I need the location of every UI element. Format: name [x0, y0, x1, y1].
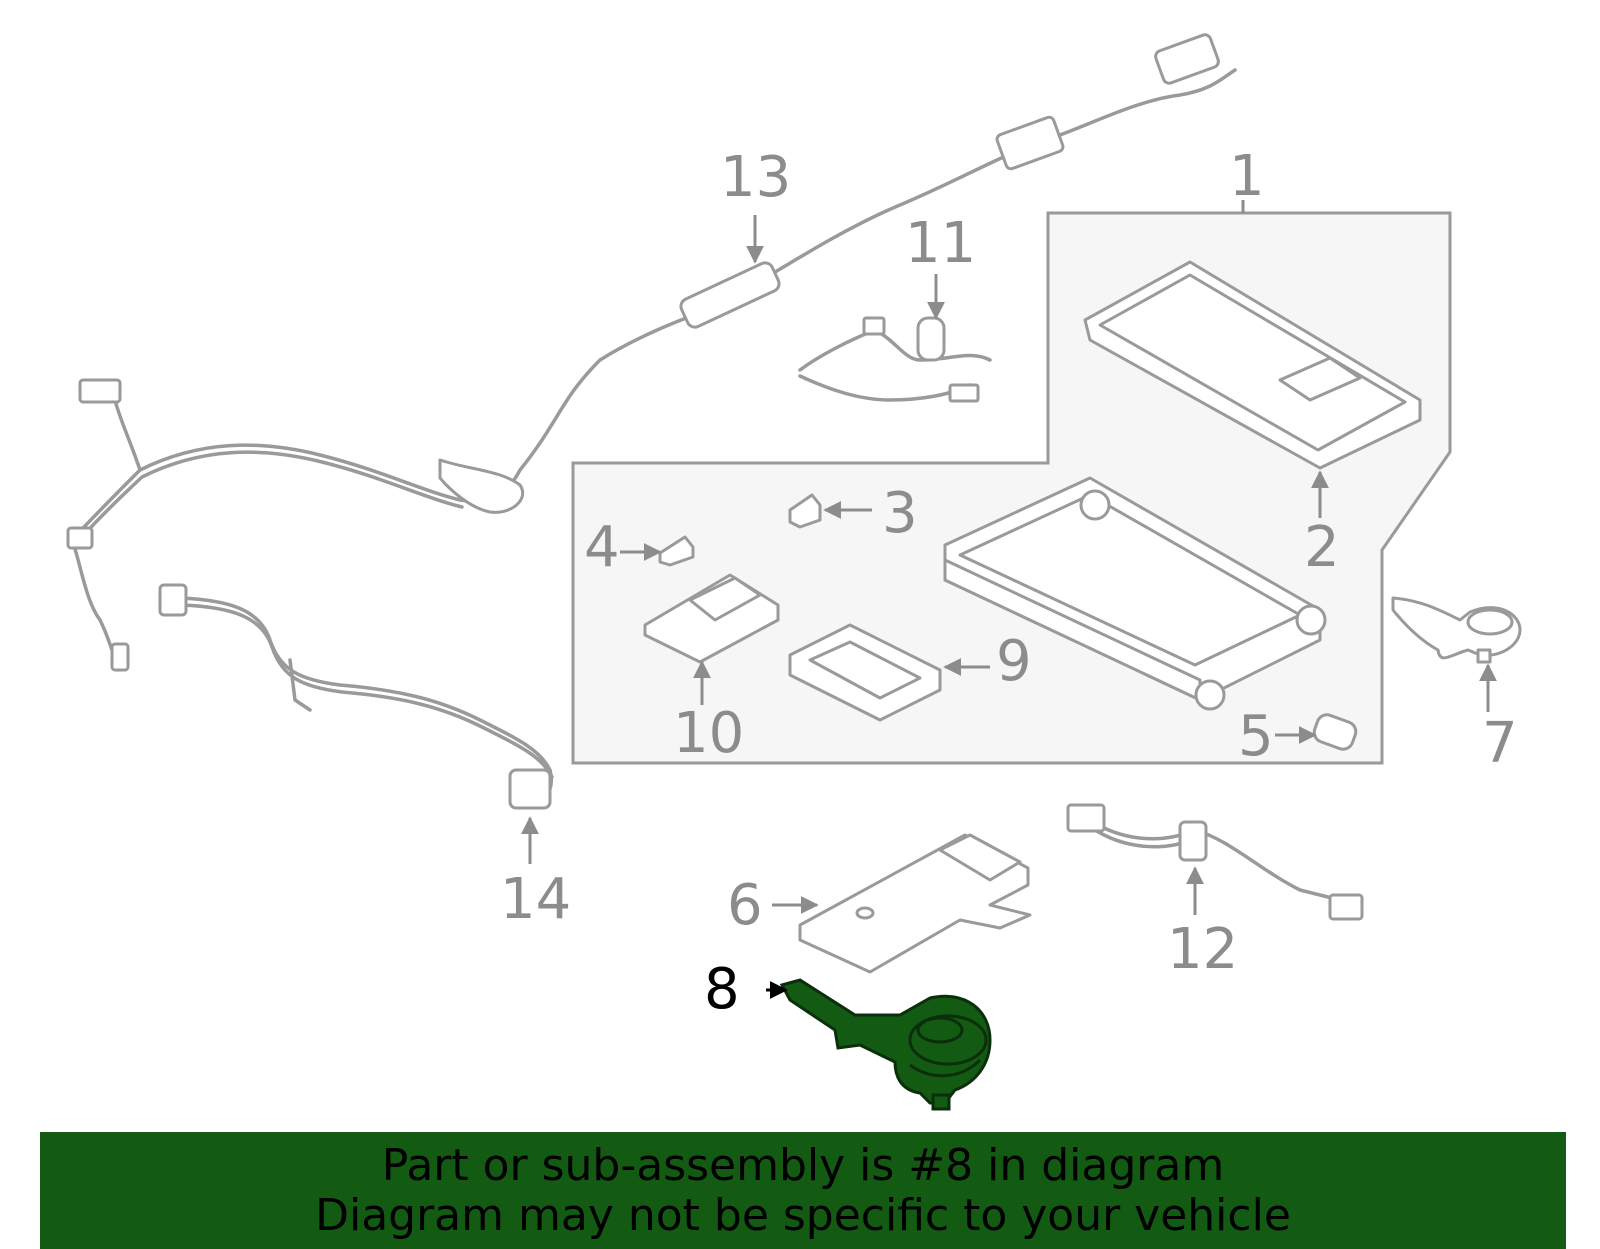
callout-2: 2 — [1304, 515, 1340, 580]
info-banner: Part or sub-assembly is #8 in diagram Di… — [40, 1132, 1566, 1249]
callout-11: 11 — [905, 211, 976, 276]
clip-4 — [658, 535, 695, 567]
callout-3: 3 — [882, 481, 918, 546]
connector-5 — [1312, 713, 1358, 751]
banner-line-2: Diagram may not be specific to your vehi… — [315, 1189, 1291, 1241]
harness-13 — [66, 33, 1237, 672]
harness-14 — [158, 583, 554, 810]
callout-12: 12 — [1167, 917, 1238, 982]
callout-14: 14 — [500, 867, 571, 932]
harness-12 — [1066, 803, 1364, 921]
holder-6 — [798, 833, 1032, 974]
mount-7 — [1391, 596, 1522, 664]
callout-4: 4 — [584, 515, 620, 580]
callout-10: 10 — [673, 701, 744, 766]
callout-8: 8 — [704, 957, 740, 1022]
clip-3 — [788, 493, 822, 529]
battery-module-1 — [943, 476, 1327, 711]
callout-13: 13 — [720, 145, 791, 210]
module-10 — [643, 573, 780, 664]
callout-9: 9 — [996, 629, 1032, 694]
mount-8-highlighted — [779, 978, 992, 1111]
callout-5: 5 — [1238, 704, 1274, 769]
callout-6: 6 — [727, 873, 763, 938]
bracket-9 — [788, 623, 942, 722]
banner-line-1: Part or sub-assembly is #8 in diagram — [381, 1139, 1225, 1191]
battery-cover-2 — [1083, 260, 1422, 470]
harness-11 — [798, 316, 992, 403]
callout-1: 1 — [1229, 144, 1265, 209]
callout-7: 7 — [1482, 711, 1518, 776]
